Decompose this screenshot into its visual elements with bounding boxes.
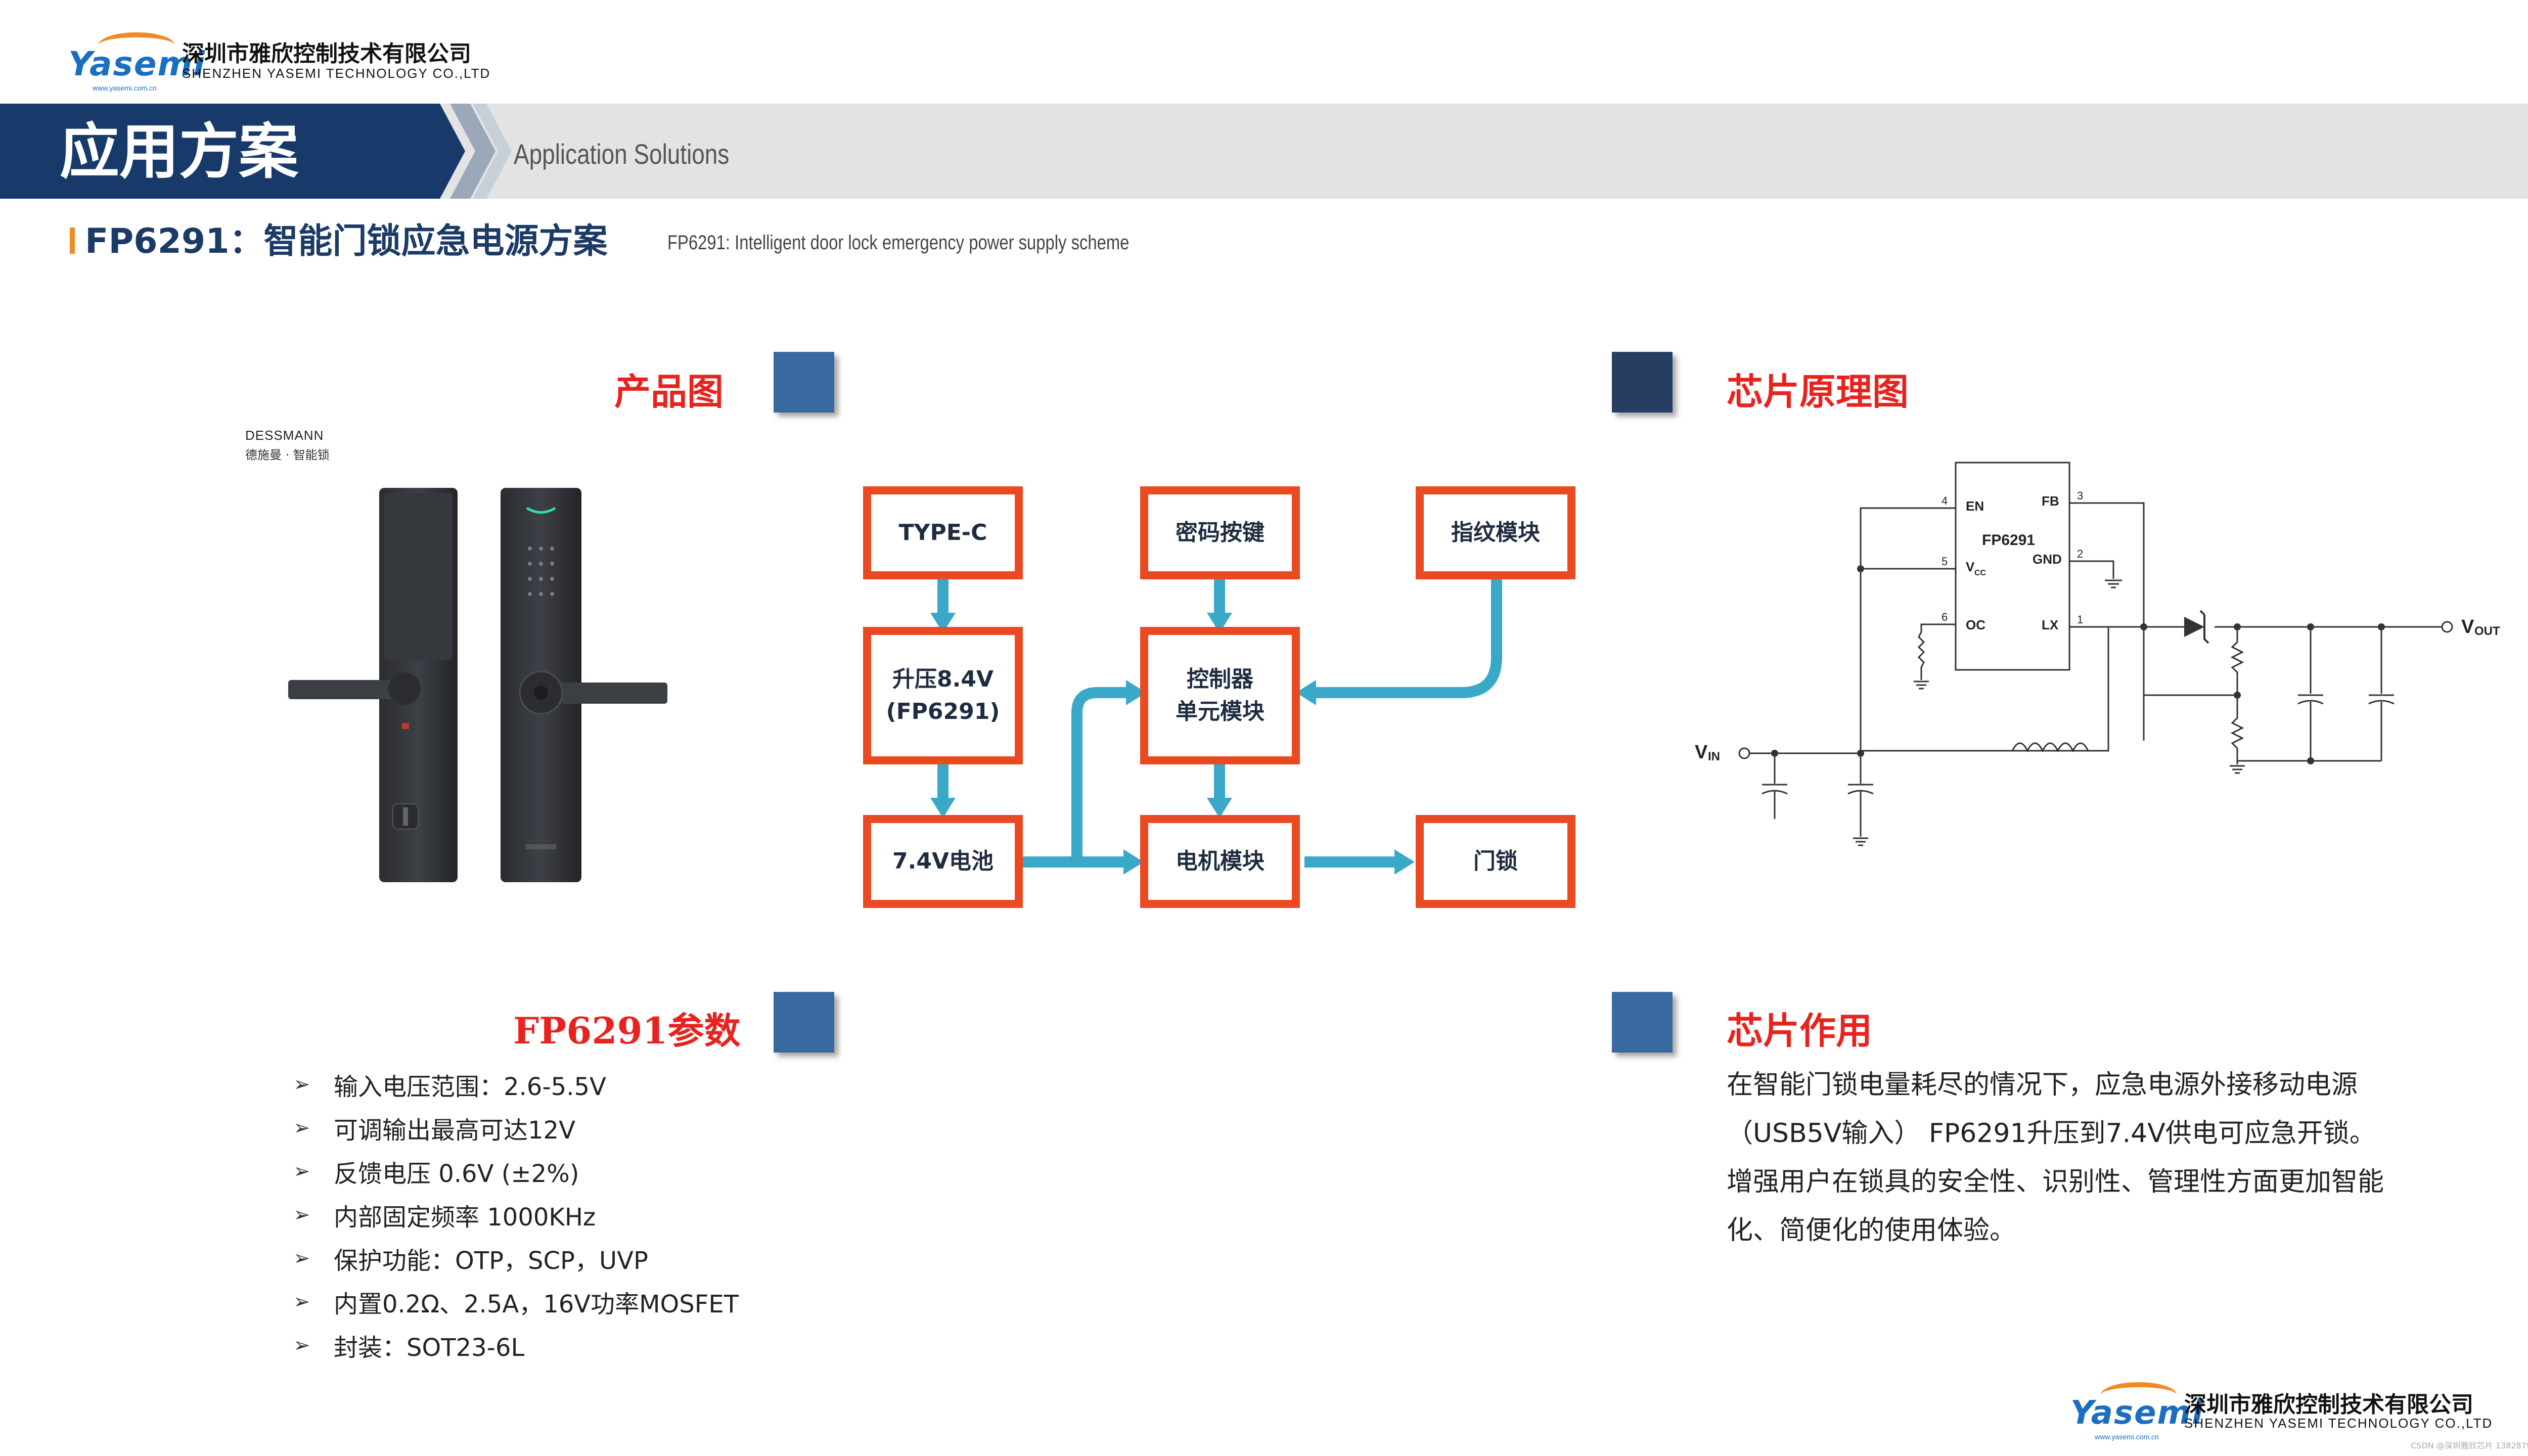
- section-title-product: 产品图: [614, 370, 724, 413]
- list-item: ➢内部固定频率 1000KHz: [293, 1203, 596, 1232]
- footer-watermark: CSDN @深圳雅欣芯片 13828798872: [2411, 1441, 2528, 1450]
- logo-wordmark: Yasemi: [68, 44, 206, 83]
- pin-lx-label: LX: [2042, 617, 2059, 632]
- chip-schematic: EN V CC OC FB GND LX FP6291 4 5 6 3 2 1 …: [1695, 462, 2500, 846]
- arrow-bullet-icon: ➢: [293, 1116, 310, 1140]
- list-item: ➢封装：SOT23-6L: [293, 1334, 525, 1362]
- subtitle-accent-bar: [70, 228, 75, 254]
- section-marker-product: [774, 352, 834, 413]
- block-motor: 电机模块: [1140, 815, 1300, 908]
- arrow-bullet-icon: ➢: [293, 1160, 310, 1183]
- product-brand: DESSMANN: [245, 428, 324, 443]
- block-boost: 升压8.4V (FP6291): [863, 627, 1023, 764]
- banner-title: 应用方案: [60, 117, 299, 187]
- pin-en-label: EN: [1966, 498, 1984, 514]
- role-line: 化、简便化的使用体验。: [1727, 1215, 2016, 1246]
- footer-company-en: SHENZHEN YASEMI TECHNOLOGY CO.,LTD: [2184, 1416, 2493, 1431]
- pin-gnd-label: GND: [2033, 552, 2062, 567]
- footer-logo-url: www.yasemi.com.cn: [2095, 1433, 2159, 1441]
- pin-vcc-sub: CC: [1974, 569, 1987, 577]
- chip-name-label: FP6291: [1982, 532, 2035, 549]
- arrow-bullet-icon: ➢: [293, 1290, 310, 1313]
- banner-shape: [0, 104, 512, 199]
- pin-vcc-label: V: [1966, 559, 1975, 574]
- list-item: ➢内置0.2Ω、2.5A，16V功率MOSFET: [293, 1290, 739, 1318]
- section-title-schematic: 芯片原理图: [1727, 370, 1909, 413]
- vin-label: V: [1695, 742, 1708, 763]
- pin-fb-label: FB: [2042, 493, 2059, 509]
- block-password-keys: 密码按键: [1140, 486, 1300, 579]
- logo-swoosh-icon: [2101, 1382, 2177, 1407]
- block-diagram-arrows: [930, 579, 1502, 875]
- vin-sub: IN: [1708, 750, 1720, 763]
- list-item: ➢反馈电压 0.6V (±2%): [293, 1160, 579, 1188]
- pin-num-3: 3: [2077, 489, 2083, 502]
- block-type-c: TYPE-C: [863, 486, 1023, 579]
- page-subtitle-cn: FP6291：智能门锁应急电源方案: [85, 221, 608, 261]
- arrow-bullet-icon: ➢: [293, 1073, 310, 1096]
- vout-sub: OUT: [2474, 624, 2500, 638]
- list-item: ➢可调输出最高可达12V: [293, 1116, 575, 1145]
- block-battery: 7.4V电池: [863, 815, 1023, 908]
- header-company-en: SHENZHEN YASEMI TECHNOLOGY CO.,LTD: [182, 66, 491, 81]
- banner-subtitle: Application Solutions: [514, 138, 730, 170]
- section-marker-params: [774, 992, 834, 1053]
- product-brand-cn: 德施曼 · 智能锁: [245, 448, 330, 462]
- params-list: ➢输入电压范围：2.6-5.5V ➢可调输出最高可达12V ➢反馈电压 0.6V…: [293, 1063, 739, 1367]
- logo-swoosh-icon: [99, 32, 174, 58]
- block-lock: 门锁: [1416, 815, 1575, 908]
- pin-num-5: 5: [1942, 555, 1948, 568]
- page-subtitle-en: FP6291: Intelligent door lock emergency …: [667, 232, 1130, 254]
- header-logo: Yasemi www.yasemi.com.cn: [68, 30, 205, 92]
- logo-url: www.yasemi.com.cn: [93, 84, 157, 92]
- footer-logo-wordmark: Yasemi: [2070, 1394, 2204, 1432]
- footer-logo: Yasemi www.yasemi.com.cn: [2070, 1380, 2203, 1441]
- block-controller: 控制器 单元模块: [1140, 627, 1300, 764]
- header-company-cn: 深圳市雅欣控制技术有限公司: [182, 41, 471, 67]
- pin-num-6: 6: [1942, 611, 1948, 623]
- pin-num-4: 4: [1942, 494, 1948, 507]
- role-paragraph: 在智能门锁电量耗尽的情况下，应急电源外接移动电源 （USB5V输入） FP629…: [1727, 1061, 2384, 1255]
- list-item: ➢保护功能：OTP，SCP，UVP: [293, 1247, 648, 1275]
- block-fingerprint: 指纹模块: [1416, 486, 1575, 579]
- section-marker-role: [1612, 992, 1673, 1053]
- arrow-bullet-icon: ➢: [293, 1203, 310, 1226]
- role-line: （USB5V输入） FP6291升压到7.4V供电可应急开锁。: [1727, 1118, 2376, 1149]
- list-item: ➢输入电压范围：2.6-5.5V: [293, 1073, 606, 1101]
- section-marker-schematic: [1612, 352, 1673, 413]
- vout-label: V: [2461, 616, 2474, 638]
- pin-num-2: 2: [2077, 548, 2083, 560]
- pin-num-1: 1: [2077, 613, 2083, 626]
- door-lock-image: [288, 488, 667, 882]
- section-title-role: 芯片作用: [1727, 1009, 1873, 1052]
- arrow-bullet-icon: ➢: [293, 1334, 310, 1357]
- pin-oc-label: OC: [1966, 617, 1985, 632]
- role-line: 在智能门锁电量耗尽的情况下，应急电源外接移动电源: [1727, 1070, 2358, 1100]
- footer-company-cn: 深圳市雅欣控制技术有限公司: [2184, 1392, 2473, 1418]
- section-title-params: FP6291参数: [513, 1009, 741, 1052]
- role-line: 增强用户在锁具的安全性、识别性、管理性方面更加智能: [1727, 1167, 2384, 1197]
- arrow-bullet-icon: ➢: [293, 1247, 310, 1270]
